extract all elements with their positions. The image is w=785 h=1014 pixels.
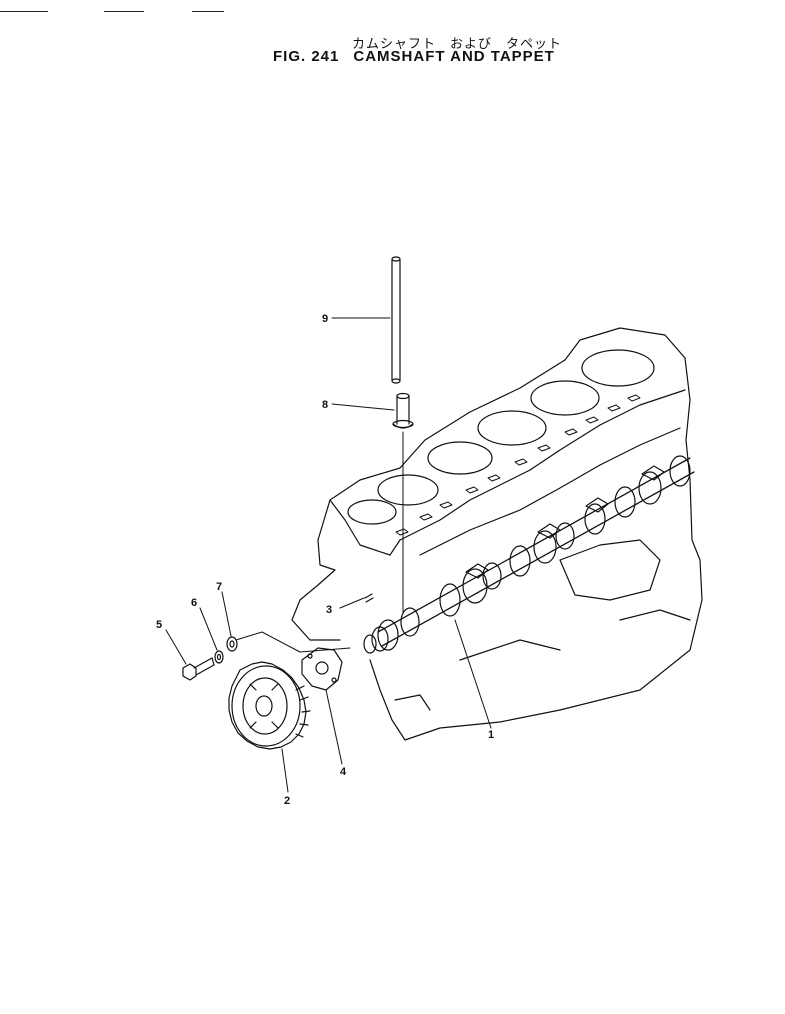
push-rod <box>391 256 401 384</box>
figure-number: FIG. 241 <box>273 48 340 65</box>
washer <box>226 636 238 652</box>
lock-washer <box>214 650 224 664</box>
figure-title: FIG. 241 CAMSHAFT AND TAPPET <box>273 48 569 65</box>
callout-2: 2 <box>284 795 290 807</box>
bolt <box>182 657 215 681</box>
header-rule-2 <box>104 11 144 12</box>
callout-1: 1 <box>488 729 494 741</box>
tappet <box>392 392 414 613</box>
camshaft-gear <box>228 661 311 750</box>
callout-8: 8 <box>322 399 328 411</box>
callout-5: 5 <box>156 619 162 631</box>
cylinder-block-outline <box>291 327 703 741</box>
figure-title-japanese: カムシャフト および タペット <box>352 37 563 52</box>
callout-7: 7 <box>216 581 222 593</box>
callout-9: 9 <box>322 313 328 325</box>
header-rule-3 <box>192 11 224 12</box>
thrust-plate <box>301 647 343 691</box>
figure-title-english: CAMSHAFT AND TAPPET <box>353 48 555 65</box>
callout-4: 4 <box>340 766 347 778</box>
camshaft <box>363 455 695 654</box>
header-rule-1 <box>0 11 48 12</box>
pin <box>364 593 374 603</box>
leader-lines <box>165 317 492 793</box>
callout-3: 3 <box>326 604 332 616</box>
callout-6: 6 <box>191 597 197 609</box>
